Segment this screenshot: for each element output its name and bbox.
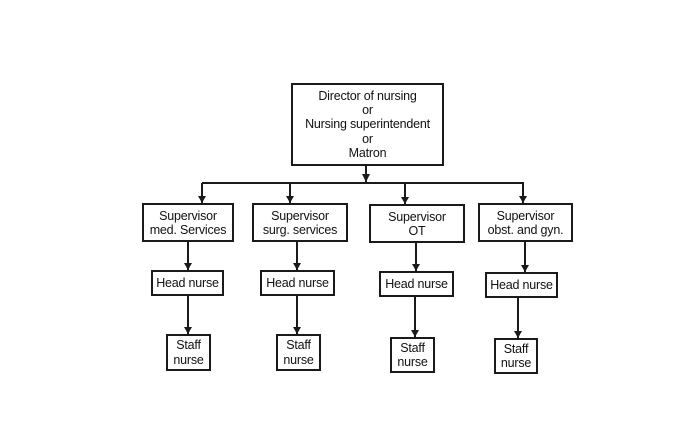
staff-nurse-box: Staff nurse (390, 337, 435, 373)
staff-arrowhead (184, 327, 192, 334)
supervisor-title: Supervisor (159, 208, 217, 223)
supervisor-title: Supervisor (271, 208, 329, 223)
root-arrowhead (362, 174, 370, 182)
head-arrowhead (521, 265, 529, 272)
staff-nurse-line: nurse (500, 356, 532, 370)
root-line: Nursing superintendent (305, 117, 430, 132)
staff-arrowhead (411, 330, 419, 337)
supervisor-title: Supervisor (496, 208, 555, 223)
head-nurse-label: Head nurse (266, 276, 329, 290)
root-line: Director of nursing (318, 88, 417, 103)
head-arrowhead (412, 264, 420, 271)
supervisor-dept: obst. and gyn. (487, 222, 564, 237)
head-nurse-box: Head nurse (485, 272, 558, 298)
staff-nurse-line: nurse (173, 352, 204, 367)
supervisor-arrowhead (286, 196, 294, 203)
staff-nurse-line: Staff (400, 340, 425, 355)
head-nurse-box: Head nurse (379, 271, 454, 297)
staff-arrowhead (293, 327, 301, 334)
supervisor-title: Supervisor (388, 209, 446, 224)
supervisor-box-obst-gyn: Supervisor obst. and gyn. (478, 203, 573, 242)
supervisor-dept: OT (408, 223, 426, 238)
staff-nurse-box: Staff nurse (494, 338, 538, 374)
root-line: Matron (348, 146, 387, 161)
supervisor-arrowhead (198, 196, 206, 203)
staff-nurse-box: Staff nurse (166, 334, 211, 371)
staff-nurse-line: nurse (283, 352, 314, 367)
root-line: or (362, 131, 373, 146)
head-arrowhead (184, 263, 192, 270)
staff-nurse-line: Staff (286, 338, 311, 353)
root-line: or (362, 102, 373, 117)
head-nurse-label: Head nurse (156, 276, 219, 290)
head-nurse-label: Head nurse (385, 277, 448, 291)
staff-nurse-line: Staff (503, 341, 529, 356)
staff-nurse-line: nurse (397, 355, 428, 369)
supervisor-dept: med. Services (149, 222, 227, 237)
supervisor-box-med-services: Supervisor med. Services (142, 203, 234, 242)
supervisor-arrowhead (519, 196, 527, 203)
head-nurse-box: Head nurse (260, 270, 335, 296)
supervisor-arrowhead (401, 197, 409, 204)
supervisor-box-surg-services: Supervisor surg. services (252, 203, 348, 242)
supervisor-box-ot: Supervisor OT (369, 204, 465, 243)
staff-nurse-box: Staff nurse (276, 334, 321, 371)
head-nurse-box: Head nurse (151, 270, 224, 296)
head-nurse-label: Head nurse (490, 278, 553, 292)
staff-arrowhead (514, 331, 522, 338)
root-box-director-of-nursing: Director of nursing or Nursing superinte… (291, 83, 444, 166)
head-arrowhead (293, 263, 301, 270)
staff-nurse-line: Staff (176, 338, 201, 353)
supervisor-dept: surg. services (262, 222, 338, 237)
